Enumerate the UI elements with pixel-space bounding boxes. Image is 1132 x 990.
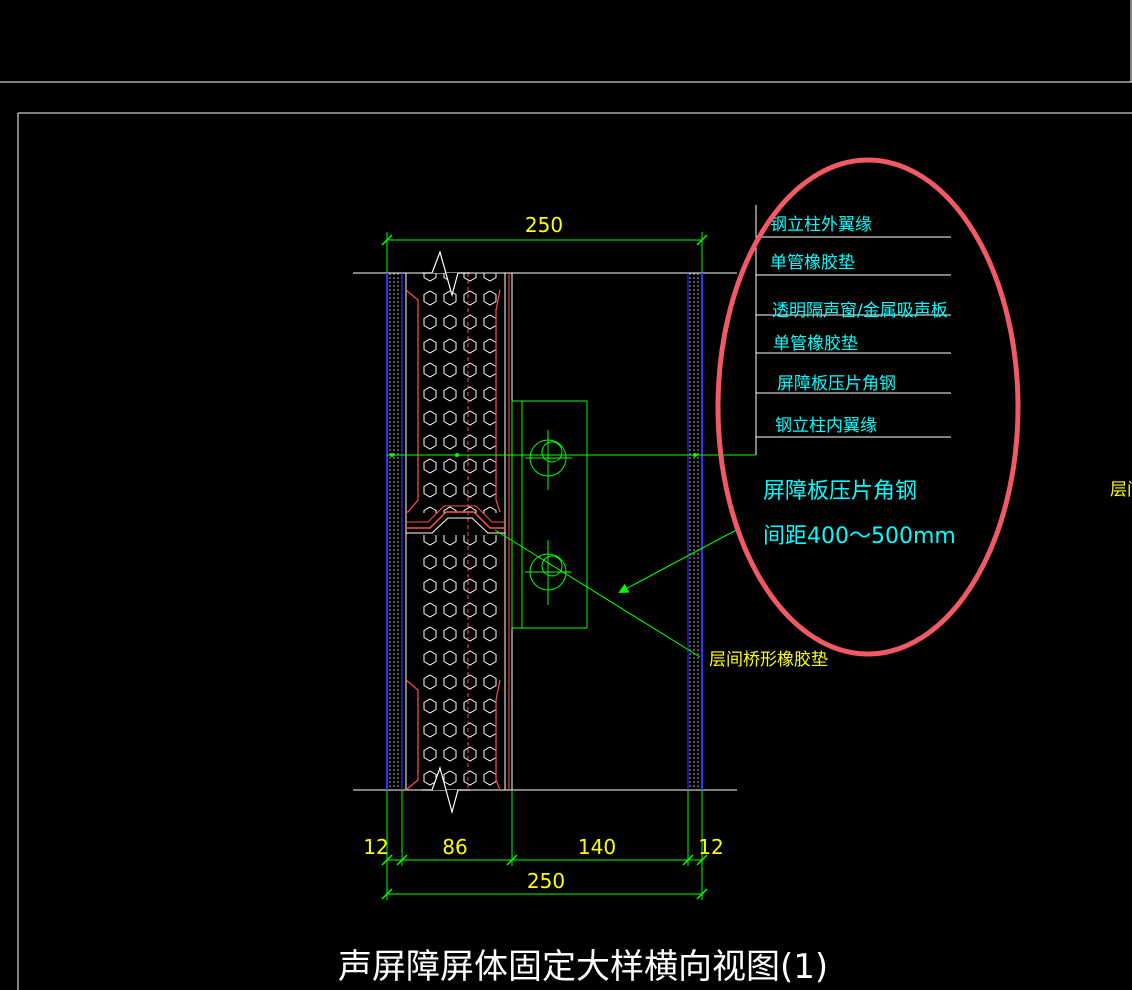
dimension-86: 86 — [442, 835, 467, 859]
dimension-12-left: 12 — [363, 835, 388, 859]
callout-single-tube-rubber-pad-2: 单管橡胶垫 — [773, 334, 858, 354]
callout-interlayer-bridge-rubber-pad: 层间桥形橡胶垫 — [709, 650, 828, 670]
center-node-right — [693, 453, 697, 457]
bottom-dimension-chain — [381, 790, 708, 900]
dimension-12-right: 12 — [698, 835, 723, 859]
bottom-dimension-total-label: 250 — [527, 869, 565, 893]
angle-steel-plate — [511, 400, 588, 629]
center-node-mid — [455, 453, 459, 457]
bolt-lower — [525, 540, 572, 605]
absorber-panel — [405, 273, 513, 791]
center-node-left — [390, 453, 394, 457]
top-dimension-label: 250 — [525, 213, 563, 237]
callout-steel-column-inner-flange: 钢立柱内翼缘 — [775, 416, 877, 436]
break-symbol-top — [422, 250, 470, 298]
callout-cutoff-edge: 层间 — [1110, 480, 1132, 500]
left-flange-strip — [386, 273, 403, 790]
dimension-140: 140 — [578, 835, 616, 859]
angle-steel-note-line2: 间距400～500mm — [763, 524, 956, 549]
callout-single-tube-rubber-pad-1: 单管橡胶垫 — [770, 253, 855, 273]
break-symbol-bottom — [422, 766, 470, 815]
angle-steel-note-leader — [618, 527, 741, 593]
bolt-upper — [525, 430, 572, 490]
right-flange-strip — [687, 273, 703, 790]
angle-steel-note-line1: 屏障板压片角钢 — [763, 479, 917, 504]
highlight-ellipse — [715, 157, 1021, 657]
callout-transparent-panel-metal-absorber: 透明隔声窗/金属吸声板 — [772, 301, 948, 321]
drawing-title: 声屏障屏体固定大样横向视图(1) — [338, 947, 828, 987]
callout-steel-column-outer-flange: 钢立柱外翼缘 — [770, 215, 872, 235]
callout-panel-angle-steel: 屏障板压片角钢 — [777, 374, 896, 394]
bridge-rubber-pad-leader — [494, 529, 701, 658]
top-dimension — [381, 232, 708, 273]
